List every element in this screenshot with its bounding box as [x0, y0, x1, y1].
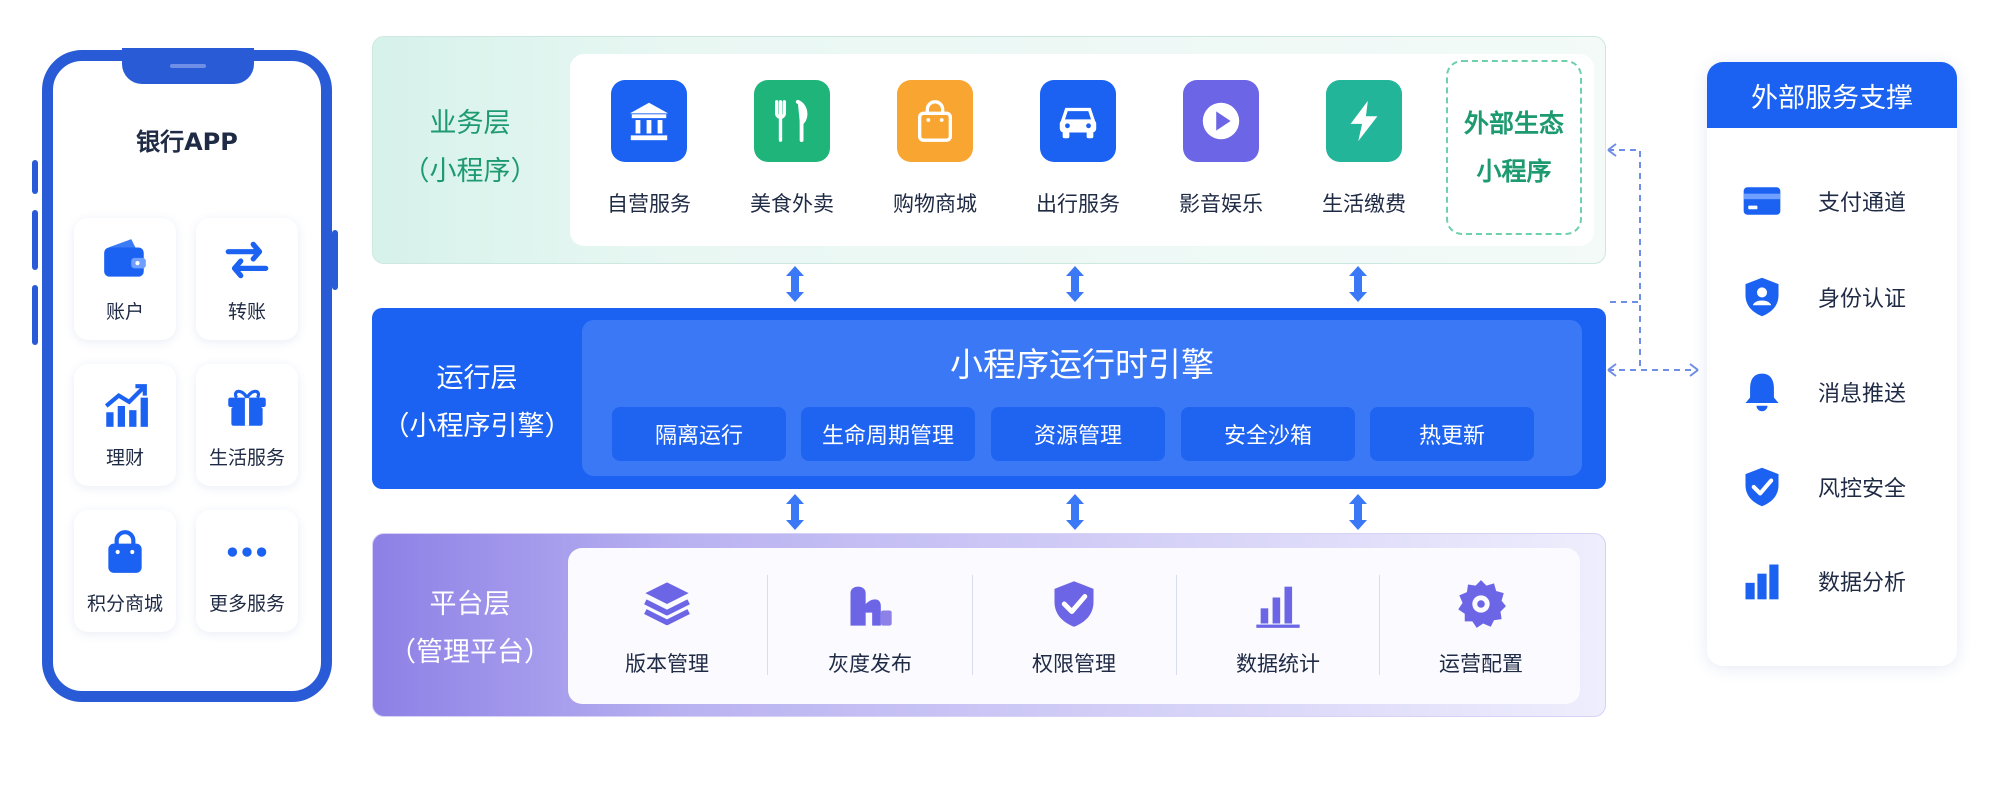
- growth-chart-icon: [104, 383, 148, 427]
- service-payment-channel[interactable]: 支付通道: [1740, 176, 1940, 226]
- external-ecosystem-box[interactable]: 外部生态 小程序: [1446, 60, 1582, 235]
- runtime-chip-lifecycle[interactable]: 生命周期管理: [801, 407, 975, 461]
- app-tile-account[interactable]: 账户: [74, 218, 176, 340]
- app-tile-life-service[interactable]: 生活服务: [196, 364, 298, 486]
- phone-side-button: [332, 230, 338, 290]
- service-identity-auth[interactable]: 身份认证: [1740, 272, 1940, 322]
- app-tile-points-mall[interactable]: 积分商城: [74, 510, 176, 632]
- app-tile-label: 账户: [105, 300, 144, 323]
- bidirectional-arrow-icon: [1349, 494, 1367, 530]
- phone-speaker: [170, 64, 206, 68]
- platform-divider: [1379, 575, 1380, 675]
- app-tile-wealth[interactable]: 理财: [74, 364, 176, 486]
- biz-item-entertainment[interactable]: 影音娱乐: [1155, 80, 1287, 218]
- service-data-analysis[interactable]: 数据分析: [1740, 556, 1940, 606]
- bidirectional-arrow-icon: [786, 494, 804, 530]
- biz-icon-tile: [1326, 80, 1402, 162]
- car-icon: [1059, 107, 1097, 139]
- biz-icon-tile: [1040, 80, 1116, 162]
- biz-icon-tile: [611, 80, 687, 162]
- user-shield-icon: [1745, 277, 1779, 317]
- business-layer-title: 业务层 （小程序）: [402, 108, 538, 187]
- platform-divider: [767, 575, 768, 675]
- platform-layer-title: 平台层 （管理平台）: [389, 589, 551, 668]
- service-risk-control[interactable]: 风控安全: [1740, 462, 1940, 512]
- play-icon: [1202, 102, 1240, 140]
- external-services-panel: [1707, 62, 1957, 666]
- phone-title: 银行APP: [136, 128, 238, 156]
- app-tile-label: 积分商城: [86, 592, 163, 615]
- bidirectional-arrow-icon: [786, 266, 804, 302]
- shopping-bag-icon: [108, 529, 142, 573]
- runtime-chip-isolation[interactable]: 隔离运行: [612, 407, 786, 461]
- runtime-engine-title: 小程序运行时引擎: [950, 345, 1214, 384]
- biz-item-self-service[interactable]: 自营服务: [583, 80, 715, 218]
- runtime-chip-hot-update[interactable]: 热更新: [1370, 407, 1534, 461]
- transfer-icon: [225, 241, 269, 278]
- platform-item-statistics[interactable]: 数据统计: [1176, 578, 1380, 678]
- bar-chart-icon: [1256, 586, 1300, 628]
- shopping-bag-icon: [917, 100, 953, 142]
- biz-icon-tile: [754, 80, 830, 162]
- biz-item-utility-payment[interactable]: 生活缴费: [1298, 80, 1430, 218]
- app-tile-transfer[interactable]: 转账: [196, 218, 298, 340]
- dashed-connector: [1607, 143, 1699, 377]
- biz-item-shopping-mall[interactable]: 购物商城: [869, 80, 1001, 218]
- phone-side-button: [32, 210, 38, 270]
- bell-icon: [1745, 373, 1779, 412]
- gift-icon: [228, 389, 266, 426]
- wallet-icon: [104, 238, 146, 277]
- platform-item-operation-config[interactable]: 运营配置: [1379, 578, 1583, 678]
- shield-check-icon: [1745, 467, 1779, 507]
- bar-chart-icon: [1745, 564, 1779, 600]
- runtime-layer-title: 运行层 （小程序引擎）: [382, 363, 572, 442]
- app-tile-more-services[interactable]: 更多服务: [196, 510, 298, 632]
- more-dots-icon: [227, 546, 267, 557]
- biz-item-food-delivery[interactable]: 美食外卖: [726, 80, 858, 218]
- app-tile-label: 转账: [227, 300, 266, 323]
- platform-divider: [1176, 575, 1177, 675]
- runtime-chip-sandbox[interactable]: 安全沙箱: [1181, 407, 1355, 461]
- app-tile-label: 生活服务: [208, 446, 285, 469]
- platform-item-permission[interactable]: 权限管理: [972, 578, 1176, 678]
- canary-release-icon: [850, 586, 892, 626]
- platform-item-version[interactable]: 版本管理: [565, 578, 769, 678]
- app-tile-label: 更多服务: [208, 592, 285, 615]
- platform-divider: [972, 575, 973, 675]
- bidirectional-arrow-icon: [1066, 494, 1084, 530]
- runtime-chip-resource[interactable]: 资源管理: [991, 407, 1165, 461]
- app-tile-label: 理财: [105, 446, 144, 469]
- biz-icon-tile: [1183, 80, 1259, 162]
- biz-icon-tile: [897, 80, 973, 162]
- platform-item-canary-release[interactable]: 灰度发布: [768, 578, 972, 678]
- external-services-title: 外部服务支撑: [1707, 62, 1957, 128]
- phone-side-button: [32, 285, 38, 345]
- lightning-icon: [1350, 100, 1378, 142]
- service-message-push[interactable]: 消息推送: [1740, 367, 1940, 417]
- card-icon: [1743, 187, 1781, 215]
- bidirectional-arrow-icon: [1066, 266, 1084, 302]
- shield-check-icon: [1054, 581, 1094, 627]
- fork-knife-icon: [774, 99, 808, 143]
- phone-side-button: [32, 160, 38, 194]
- bank-icon: [629, 102, 669, 141]
- bidirectional-arrow-icon: [1349, 266, 1367, 302]
- layers-icon: [644, 582, 690, 626]
- biz-item-travel-service[interactable]: 出行服务: [1012, 80, 1144, 218]
- gear-icon: [1458, 580, 1506, 628]
